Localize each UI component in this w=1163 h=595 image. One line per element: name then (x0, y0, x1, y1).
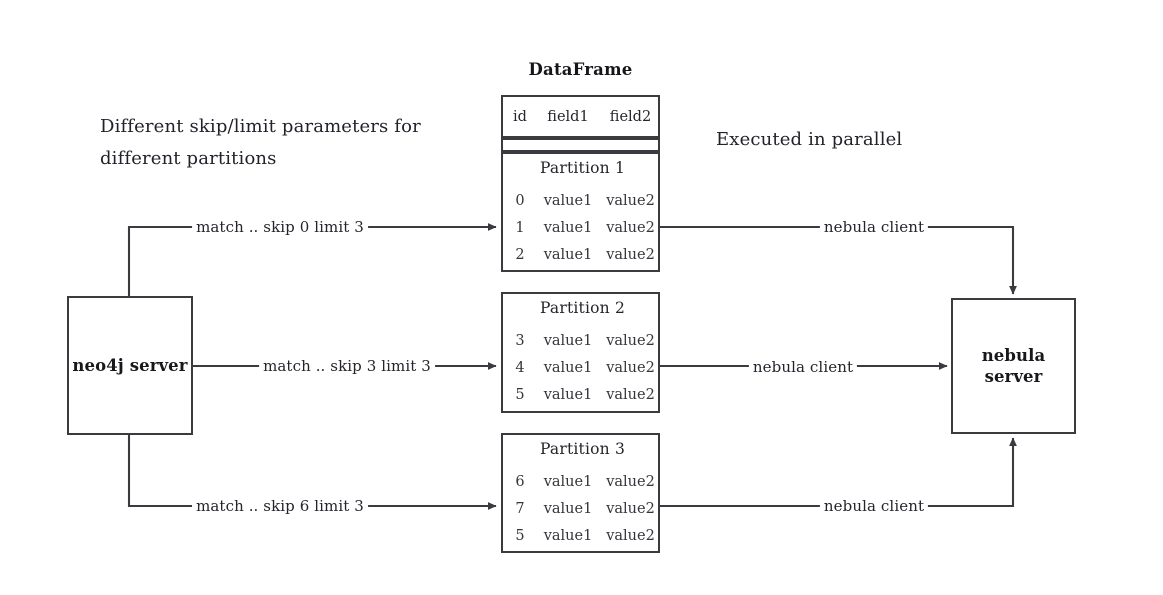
cell-field2: value2 (606, 500, 655, 517)
edge-label-query-top: match .. skip 0 limit 3 (192, 218, 368, 236)
cell-field2: value2 (606, 246, 655, 263)
cell-field1: value1 (543, 527, 593, 544)
table-row: 6 value1 value2 (503, 468, 662, 495)
cell-id: 5 (515, 386, 525, 403)
table-row: 5 value1 value2 (503, 381, 662, 408)
cell-field1: value1 (543, 192, 593, 209)
cell-id: 1 (515, 219, 525, 236)
edge-neo4j-to-partition-1 (127, 223, 497, 296)
note-executed-in-parallel: Executed in parallel (716, 129, 903, 150)
edge-label-client-top: nebula client (819, 218, 929, 236)
cell-id: 0 (515, 192, 525, 209)
table-row: 2 value1 value2 (503, 241, 662, 268)
partition-3-box: Partition 3 6 value1 value2 7 value1 val… (501, 433, 660, 553)
partition-2-box: Partition 2 3 value1 value2 4 value1 val… (501, 292, 660, 413)
cell-field1: value1 (543, 500, 593, 517)
cell-field2: value2 (606, 192, 655, 209)
cell-field2: value2 (606, 473, 655, 490)
dataframe-header-row: id field1 field2 (501, 95, 660, 138)
cell-field1: value1 (543, 359, 593, 376)
dataframe-spacer-row (501, 138, 660, 152)
cell-field2: value2 (606, 359, 655, 376)
table-row: 1 value1 value2 (503, 214, 662, 241)
cell-field2: value2 (606, 219, 655, 236)
partition-1-title: Partition 1 (539, 159, 626, 177)
partition-2-title: Partition 2 (539, 299, 626, 317)
cell-id: 7 (515, 500, 525, 517)
cell-id: 3 (515, 332, 525, 349)
edge-label-client-middle: nebula client (748, 358, 858, 376)
partition-3-title: Partition 3 (539, 440, 626, 458)
nebula-server-label-line2: server (984, 367, 1043, 386)
cell-id: 4 (515, 359, 525, 376)
column-header-field1: field1 (547, 108, 589, 125)
column-header-id: id (513, 108, 527, 125)
column-header-field2: field2 (609, 108, 652, 125)
table-row: 5 value1 value2 (503, 522, 662, 549)
cell-field2: value2 (606, 527, 655, 544)
note-skip-limit-parameters: Different skip/limit parameters for diff… (100, 116, 421, 169)
table-row: 4 value1 value2 (503, 354, 662, 381)
cell-id: 6 (515, 473, 525, 490)
edge-neo4j-to-partition-3 (127, 435, 497, 510)
nebula-server-label: nebula server (982, 345, 1046, 387)
table-row: 7 value1 value2 (503, 495, 662, 522)
neo4j-server-label: neo4j server (72, 355, 188, 375)
cell-id: 5 (515, 527, 525, 544)
dataframe-column-headers: id field1 field2 (503, 103, 662, 130)
partition-1-box: Partition 1 0 value1 value2 1 value1 val… (501, 152, 660, 272)
neo4j-server-node: neo4j server (67, 296, 193, 435)
cell-field2: value2 (606, 332, 655, 349)
table-row: 0 value1 value2 (503, 187, 662, 214)
cell-field2: value2 (606, 386, 655, 403)
cell-field1: value1 (543, 332, 593, 349)
edge-partition-3-to-nebula (660, 437, 1017, 508)
cell-id: 2 (515, 246, 525, 263)
cell-field1: value1 (543, 219, 593, 236)
edge-label-query-middle: match .. skip 3 limit 3 (259, 357, 435, 375)
cell-field1: value1 (543, 386, 593, 403)
table-row: 3 value1 value2 (503, 327, 662, 354)
edge-partition-1-to-nebula (660, 225, 1017, 295)
edge-label-client-bottom: nebula client (819, 497, 929, 515)
cell-field1: value1 (543, 246, 593, 263)
dataframe-title: DataFrame (528, 60, 633, 79)
edge-label-query-bottom: match .. skip 6 limit 3 (192, 497, 368, 515)
cell-field1: value1 (543, 473, 593, 490)
nebula-server-label-line1: nebula (981, 345, 1046, 365)
nebula-server-node: nebula server (951, 298, 1076, 434)
